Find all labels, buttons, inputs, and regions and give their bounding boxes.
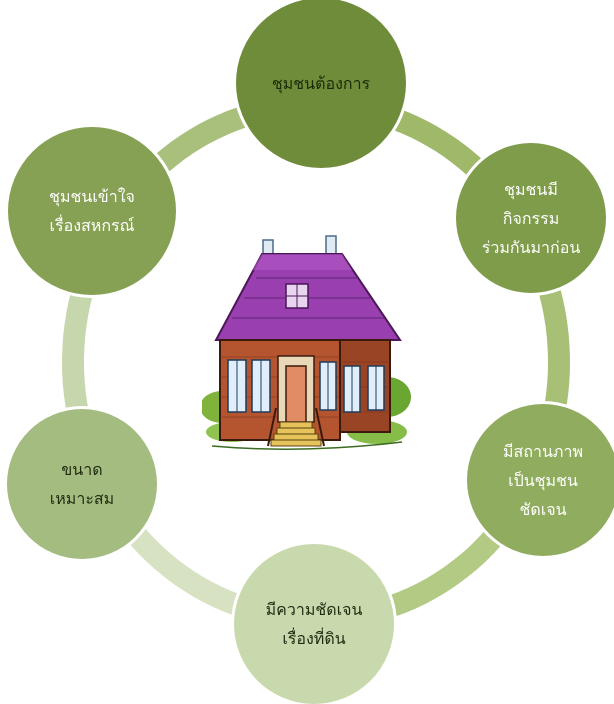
node-label: มีความชัดเจน เรื่องที่ดิน xyxy=(265,600,363,648)
node-label: มีสถานภาพ เป็นชุมชน ชัดเจน xyxy=(503,441,583,519)
node-label: ขนาด เหมาะสม xyxy=(49,460,115,508)
node-bottom: มีความชัดเจน เรื่องที่ดิน xyxy=(234,544,394,704)
node-label: ชุมชนมี กิจกรรม ร่วมกันมาก่อน xyxy=(481,179,581,257)
node-label: ชุมชนเข้าใจ เรื่องสหกรณ์ xyxy=(49,187,135,235)
door xyxy=(285,365,307,423)
node-lower-right: มีสถานภาพ เป็นชุมชน ชัดเจน xyxy=(467,404,614,556)
node-upper-left: ชุมชนเข้าใจ เรื่องสหกรณ์ xyxy=(8,127,176,295)
node-label: ชุมชนต้องการ xyxy=(271,73,371,93)
house-illustration xyxy=(202,235,411,452)
node-upper-right: ชุมชนมี กิจกรรม ร่วมกันมาก่อน xyxy=(456,143,606,293)
steps xyxy=(279,421,313,429)
node-top: ชุมชนต้องการ xyxy=(236,0,406,168)
node-lower-left: ขนาด เหมาะสม xyxy=(7,409,157,559)
